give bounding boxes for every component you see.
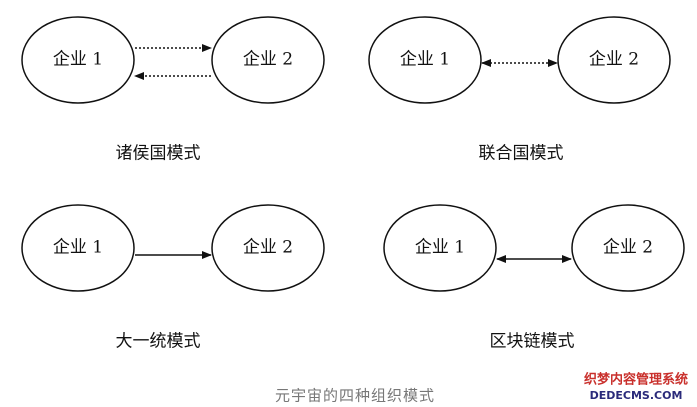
mode-label-feudal: 诸侯国模式 bbox=[116, 144, 201, 164]
node-enterprise-1-label: 企业 1 bbox=[53, 50, 103, 70]
figure-caption: 元宇宙的四种组织模式 bbox=[275, 387, 435, 405]
node-enterprise-1 bbox=[383, 204, 497, 292]
node-enterprise-1-label: 企业 1 bbox=[400, 50, 450, 70]
mode-label-united-nations: 联合国模式 bbox=[479, 144, 564, 164]
node-enterprise-2-label: 企业 2 bbox=[243, 238, 293, 258]
mode-label-unified: 大一统模式 bbox=[116, 332, 201, 352]
mode-label-blockchain: 区块链模式 bbox=[490, 332, 575, 352]
panel-feudal: 企业 1 企业 2 诸侯国模式 bbox=[21, 16, 325, 164]
panel-blockchain: 企业 1 企业 2 区块链模式 bbox=[383, 204, 685, 352]
node-enterprise-1-label: 企业 1 bbox=[53, 238, 103, 258]
node-enterprise-2-label: 企业 2 bbox=[243, 50, 293, 70]
panel-united-nations: 企业 1 企业 2 联合国模式 bbox=[368, 16, 671, 164]
node-enterprise-2-label: 企业 2 bbox=[589, 50, 639, 70]
node-enterprise-1 bbox=[21, 16, 135, 104]
watermark-line-1: 织梦内容管理系统 bbox=[584, 372, 688, 388]
watermark: 织梦内容管理系统 DEDECMS.COM bbox=[584, 372, 688, 403]
node-enterprise-2 bbox=[557, 16, 671, 104]
node-enterprise-2 bbox=[211, 16, 325, 104]
node-enterprise-2-label: 企业 2 bbox=[603, 238, 653, 258]
watermark-line-2: DEDECMS.COM bbox=[590, 389, 683, 402]
node-enterprise-2 bbox=[211, 204, 325, 292]
node-enterprise-1 bbox=[21, 204, 135, 292]
node-enterprise-1-label: 企业 1 bbox=[415, 238, 465, 258]
panel-unified: 企业 1 企业 2 大一统模式 bbox=[21, 204, 325, 352]
node-enterprise-2 bbox=[571, 204, 685, 292]
